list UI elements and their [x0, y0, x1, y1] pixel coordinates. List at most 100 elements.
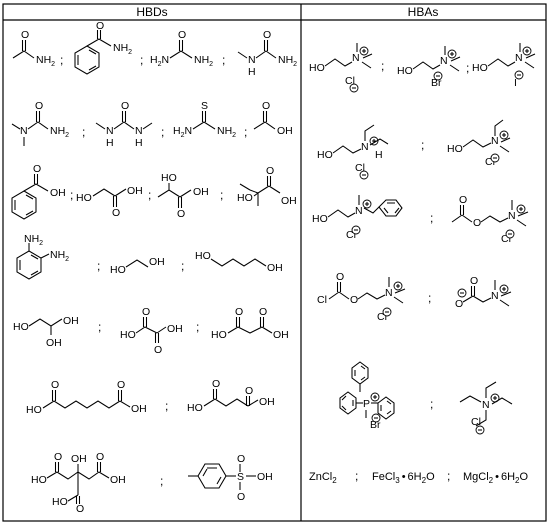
separator: ; [97, 259, 100, 273]
svg-text:OH: OH [257, 471, 273, 483]
svg-text:HO: HO [187, 402, 203, 414]
svg-text:HO: HO [52, 496, 68, 508]
svg-text:HO: HO [309, 62, 325, 74]
svg-text:NH2: NH2 [217, 125, 236, 139]
svg-text:OH: OH [46, 337, 62, 349]
hbd-1-4-butanediol: HO OH [195, 250, 283, 274]
hba-chlorocarbonyloxyethyltrimethylammonium-chloride: Cl O O N Cl [317, 271, 406, 323]
svg-text:HO: HO [110, 264, 126, 276]
separator: ; [196, 320, 199, 334]
svg-text:OH: OH [273, 329, 289, 341]
svg-text:N: N [491, 135, 499, 147]
hbd-urea: H2N O NH2 [150, 29, 213, 68]
separator: ; [466, 61, 469, 75]
svg-text:O: O [21, 29, 29, 41]
hbd-citric-acid: HO O OH O HO O OH [31, 451, 126, 515]
hba-choline-bromide: HO N Br [397, 46, 461, 89]
svg-text:N: N [361, 141, 369, 153]
hbd-2-hydroxyisobutyric-acid: HO O OH [237, 165, 297, 207]
svg-text:Cl: Cl [355, 162, 365, 174]
svg-text:O: O [142, 306, 150, 318]
svg-text:OH: OH [63, 315, 79, 327]
svg-text:Cl: Cl [377, 311, 387, 323]
svg-text:P: P [363, 398, 370, 410]
svg-text:N: N [248, 54, 256, 66]
svg-text:HO: HO [237, 192, 253, 204]
svg-text:O: O [350, 294, 358, 306]
svg-text:O: O [237, 491, 245, 503]
svg-text:H: H [106, 137, 114, 149]
hba-choline-iodide: HO N I [472, 43, 536, 89]
svg-text:N: N [355, 205, 363, 217]
svg-text:O: O [473, 217, 481, 229]
hbd-benzamide: O NH2 [74, 20, 132, 75]
svg-text:O: O [51, 379, 59, 391]
table-border [2, 3, 547, 522]
svg-text:OH: OH [277, 125, 293, 137]
svg-text:O: O [121, 100, 129, 112]
separator: ; [220, 188, 223, 202]
svg-text:N: N [20, 125, 28, 137]
header-hbds: HBDs [136, 5, 167, 19]
hbd-adipic-acid: HO O O OH [26, 379, 147, 416]
svg-text:O: O [154, 344, 162, 356]
hbd-methylurea: N H O NH2 [237, 29, 297, 78]
hbd-o-phenylenediamine: NH2 NH2 [16, 233, 69, 280]
svg-text:O: O [96, 20, 104, 32]
svg-text:HO: HO [447, 143, 463, 155]
hbd-ethylene-glycol: HO OH [110, 256, 165, 276]
hbd-p-toluenesulfonic-acid: S O O OH [188, 453, 273, 503]
svg-text:OH: OH [267, 262, 283, 274]
svg-text:HO: HO [312, 213, 328, 225]
svg-text:HO: HO [211, 329, 227, 341]
separator: ; [148, 188, 151, 202]
hbd-thiourea: H2N S NH2 [173, 100, 236, 139]
svg-text:O: O [212, 378, 220, 390]
separator: ; [140, 53, 143, 67]
svg-text:O: O [263, 29, 271, 41]
separator: ; [98, 320, 101, 334]
hba-diethylethanolammonium-chloride: HO N H Cl [317, 124, 389, 180]
svg-text:HO: HO [26, 404, 42, 416]
svg-text:Cl: Cl [501, 233, 511, 245]
svg-text:Br: Br [370, 419, 381, 431]
separator: ; [244, 125, 247, 139]
svg-text:HO: HO [13, 321, 29, 333]
svg-text:MgCl2•6H2O: MgCl2•6H2O [463, 471, 529, 485]
svg-text:O: O [178, 29, 186, 41]
svg-text:Cl: Cl [346, 229, 356, 241]
svg-text:O: O [459, 194, 467, 206]
svg-text:O: O [262, 100, 270, 112]
svg-text:Br: Br [431, 77, 442, 89]
svg-text:OH: OH [131, 403, 147, 415]
svg-text:O: O [266, 165, 274, 177]
hba-acetylcholine-chloride: O O N Cl [451, 194, 529, 245]
svg-text:S: S [201, 100, 208, 112]
svg-text:Cl: Cl [317, 294, 327, 306]
svg-text:NH2: NH2 [24, 233, 43, 247]
svg-text:OH: OH [167, 323, 183, 335]
svg-text:OH: OH [50, 187, 66, 199]
hba-tetraethylammonium-chloride: N Cl [459, 381, 513, 435]
svg-text:ZnCl2: ZnCl2 [309, 471, 337, 485]
separator: ; [70, 188, 73, 202]
svg-text:N: N [106, 125, 114, 137]
svg-text:O: O [33, 163, 41, 175]
svg-text:NH2: NH2 [113, 42, 132, 56]
svg-text:NH2: NH2 [278, 54, 297, 68]
svg-text:OH: OH [149, 256, 165, 268]
svg-text:N: N [352, 52, 360, 64]
svg-text:OH: OH [193, 186, 209, 198]
separator: ; [181, 259, 184, 273]
svg-text:OH: OH [127, 185, 143, 197]
svg-text:O: O [470, 275, 478, 287]
svg-text:H: H [135, 137, 143, 149]
hba-tetraphenylphosphonium-bromide: P Br [339, 361, 395, 431]
hbd-malonic-acid: HO O O OH [211, 306, 289, 341]
svg-text:OH: OH [110, 474, 126, 486]
svg-text:O: O [245, 385, 253, 397]
svg-text:N: N [135, 125, 143, 137]
separator: ; [381, 59, 384, 73]
svg-text:H2N: H2N [173, 125, 192, 139]
